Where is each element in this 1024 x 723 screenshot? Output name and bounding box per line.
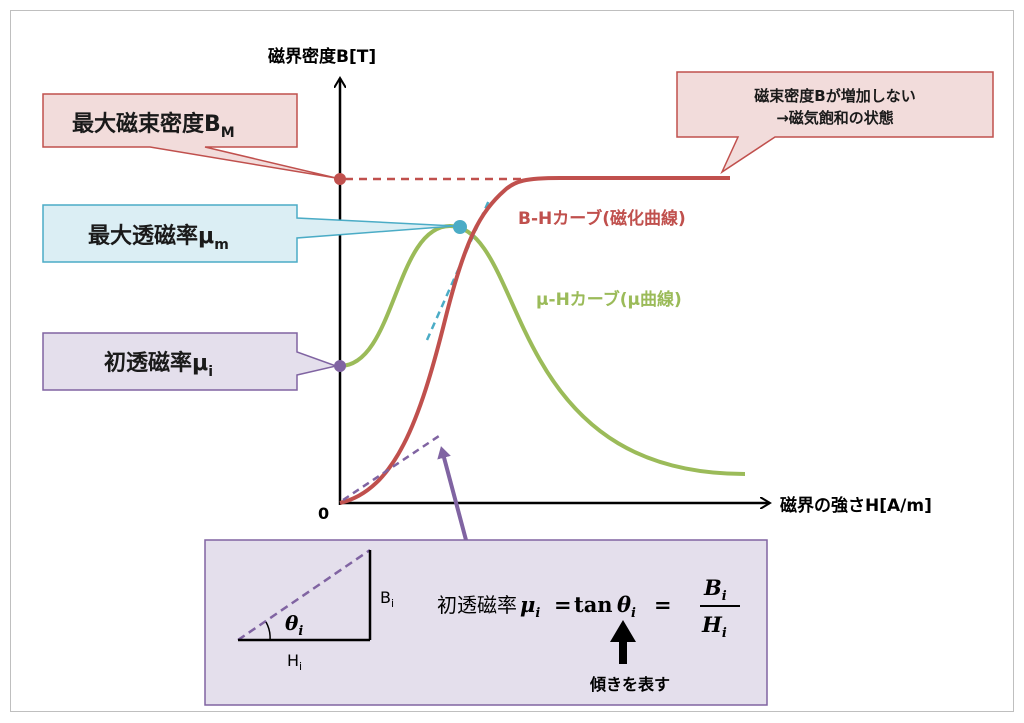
saturation-line1: 磁束密度Bが増加しない: [754, 87, 915, 105]
bh-curve-label: B-Hカーブ(磁化曲線): [518, 208, 686, 229]
slope-note: 傾きを表す: [589, 675, 670, 694]
mu-curve-label: μ-Hカーブ(μ曲線): [536, 289, 682, 310]
saturation-callout: [676, 71, 994, 175]
up-arrow-icon: [610, 620, 636, 664]
mu-m-callout-label: 最大透磁率μm: [88, 223, 229, 253]
mu-i-callout-label: 初透磁率μi: [104, 350, 213, 380]
mu-h-curve: [339, 223, 746, 476]
bi-label: Bi: [380, 588, 394, 610]
formula-box: [204, 539, 768, 706]
mu-m-callout: [42, 204, 456, 263]
fraction-numerator: Bi: [703, 575, 727, 604]
formula-mu: μi: [520, 592, 540, 621]
bm-callout-label: 最大磁束密度BM: [72, 111, 235, 141]
formula-tan: tan: [574, 592, 613, 617]
bm-point: [334, 173, 346, 185]
y-axis-label: 磁界密度B[T]: [268, 46, 376, 67]
box-pointer-arrow: [437, 446, 468, 541]
mu-i-callout: [42, 332, 339, 391]
formula-theta: θi: [617, 592, 636, 621]
formula-prefix: 初透磁率: [437, 593, 517, 617]
bh-curve: [339, 176, 730, 505]
initial-slope-line: [342, 432, 443, 502]
mu-m-point: [453, 220, 467, 234]
bm-callout: [42, 93, 337, 179]
formula-equals-1: =: [554, 592, 572, 617]
hi-label: Hi: [287, 651, 302, 673]
formula-equals-2: =: [654, 592, 672, 617]
mu-i-point: [334, 360, 346, 372]
theta-label: θi: [285, 611, 303, 639]
theta-arc: [265, 621, 271, 641]
triangle-hypotenuse: [237, 548, 371, 642]
x-axis-label: 磁界の強さH[A/m]: [780, 495, 932, 516]
origin-label: 0: [318, 504, 329, 523]
saturation-line2: →磁気飽和の状態: [776, 109, 894, 127]
fraction-denominator: Hi: [701, 612, 727, 641]
